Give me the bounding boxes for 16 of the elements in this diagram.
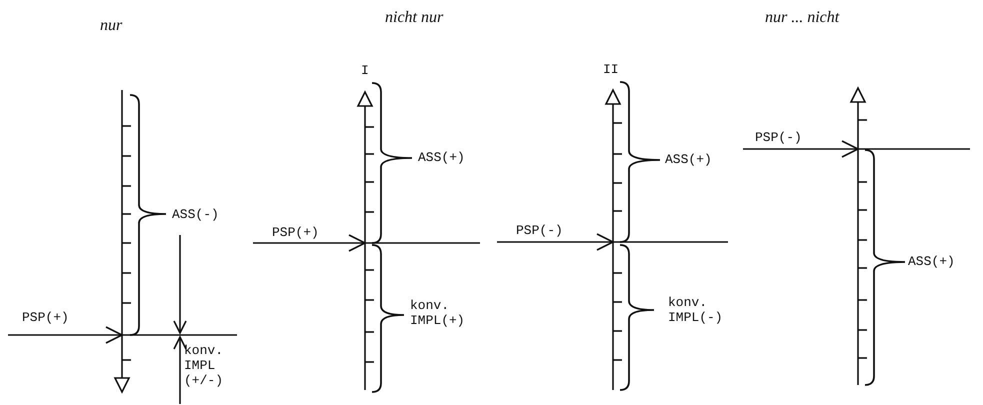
heading: nur [100, 18, 122, 33]
scale-label: ASS(+) [418, 150, 465, 165]
heading: nur ... nicht [765, 10, 840, 25]
scale-label: ASS(-) [172, 207, 219, 222]
scale-label: konv. IMPL(+) [410, 298, 466, 328]
scale-label: konv. IMPL (+/-) [184, 343, 224, 388]
scale-label: I [361, 63, 369, 78]
heading: nicht nur [385, 10, 444, 25]
scale-label: ASS(+) [665, 152, 712, 167]
scale-label: PSP(+) [22, 310, 69, 325]
scale-label: PSP(-) [516, 223, 563, 238]
scale-label: PSP(-) [755, 130, 802, 145]
scale-label: PSP(+) [272, 225, 319, 240]
scale-label: konv. IMPL(-) [668, 295, 724, 325]
scale-label: II [603, 62, 619, 77]
scale-label: ASS(+) [908, 254, 955, 269]
